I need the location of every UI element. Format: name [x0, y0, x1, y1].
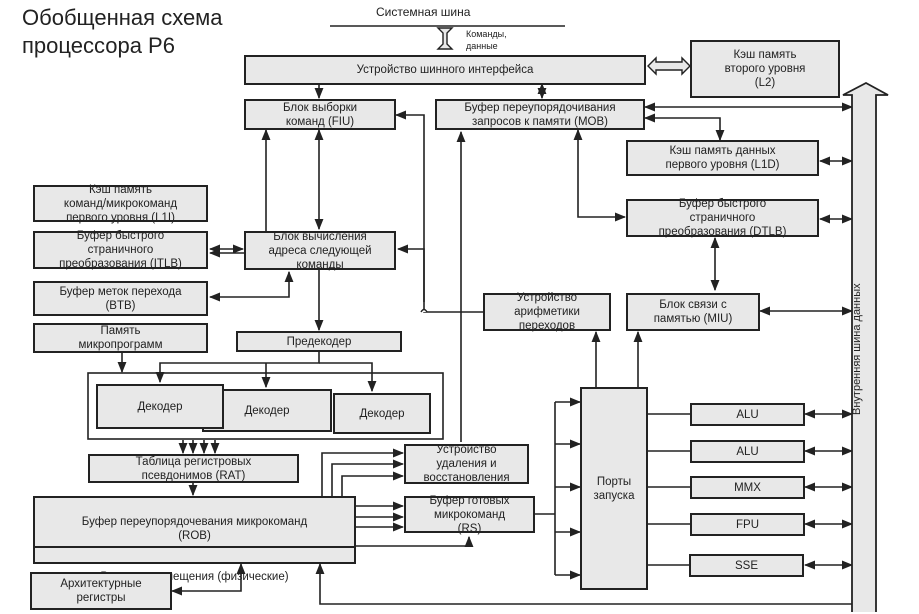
fetch-unit-fiu: Блок выборки команд (FIU) — [244, 99, 396, 130]
wire-phys-rs — [355, 535, 474, 548]
biu-l2-arrow — [647, 56, 691, 76]
exec-unit-mmx: MMX — [690, 476, 805, 499]
internal-bus-label: Внутренняя шина данных — [851, 283, 863, 415]
wire-pre-dec1 — [155, 351, 320, 384]
reorder-buffer-group: Буфер переупорядочевания микрокоманд (RO… — [33, 496, 356, 583]
bus-interface-unit: Устройство шинного интерфейса — [244, 55, 646, 85]
memory-interface-unit-miu: Блок связи с памятью (MIU) — [626, 293, 760, 331]
wire-rob-retire-1 — [321, 448, 405, 497]
wire-branchalu-nextaddr — [396, 244, 483, 313]
wire-btb-nextaddr — [208, 270, 294, 302]
wire-bus-phys — [315, 562, 852, 605]
system-bus-label: Системная шина — [376, 5, 471, 19]
wire-mob-l1d — [643, 113, 725, 142]
exec-unit-alu-2: ALU — [690, 440, 805, 463]
branch-arithmetic-unit: Устройство арифметики переходов — [483, 292, 611, 332]
exec-unit-alu-1: ALU — [690, 403, 805, 426]
system-bus-arrow — [436, 27, 454, 50]
reservation-station-rs: Буфер готовых микрокоманд (RS) — [404, 495, 535, 535]
microcode-memory: Память микропрограмм — [33, 323, 208, 353]
dtlb: Буфер быстрого страничного преобразовани… — [626, 198, 819, 238]
system-bus-arrow-label: Команды, данные — [466, 29, 507, 51]
wire-arch-phys — [170, 562, 246, 596]
reorder-buffer-rob: Буфер переупорядочевания микрокоманд (RO… — [35, 512, 354, 548]
exec-unit-fpu: FPU — [690, 513, 805, 536]
decoder-group-frame — [87, 372, 444, 440]
itlb: Буфер быстрого страничного преобразовани… — [33, 230, 208, 270]
architectural-registers: Архитектурные регистры — [30, 572, 172, 610]
dispatch-ports: Порты запуска — [580, 387, 648, 590]
l1-instruction-cache: Кэш память команд/микрокоманд первого ур… — [33, 184, 208, 224]
branch-target-buffer-btb: Буфер меток перехода (BTB) — [33, 281, 208, 316]
retirement-unit: Устройство удаления и восстановления — [404, 444, 529, 484]
next-address-unit: Блок вычисления адреса следующей команды — [244, 231, 396, 271]
wire-mob-dtlb — [573, 128, 627, 222]
exec-unit-sse: SSE — [689, 554, 804, 577]
register-alias-table-rat: Таблица регистровых псевдонимов (RAT) — [88, 454, 299, 483]
title-line-1: Обобщенная схема — [22, 5, 223, 30]
memory-order-buffer-mob: Буфер переупорядочивания запросов к памя… — [435, 99, 645, 130]
decoder-1: Декодер — [96, 384, 224, 429]
predecoder: Предекодер — [236, 331, 402, 352]
wire-branch-fiu — [394, 110, 425, 302]
l1-data-cache: Кэш память данных первого уровня (L1D) — [626, 140, 819, 176]
decoder-3: Декодер — [333, 393, 431, 434]
internal-bus-arrow — [842, 81, 889, 612]
title-line-2: процессора P6 — [22, 33, 175, 58]
l2-cache: Кэш память второго уровня (L2) — [690, 40, 840, 98]
diagram-title: Обобщенная схема процессора P6 — [22, 4, 223, 60]
